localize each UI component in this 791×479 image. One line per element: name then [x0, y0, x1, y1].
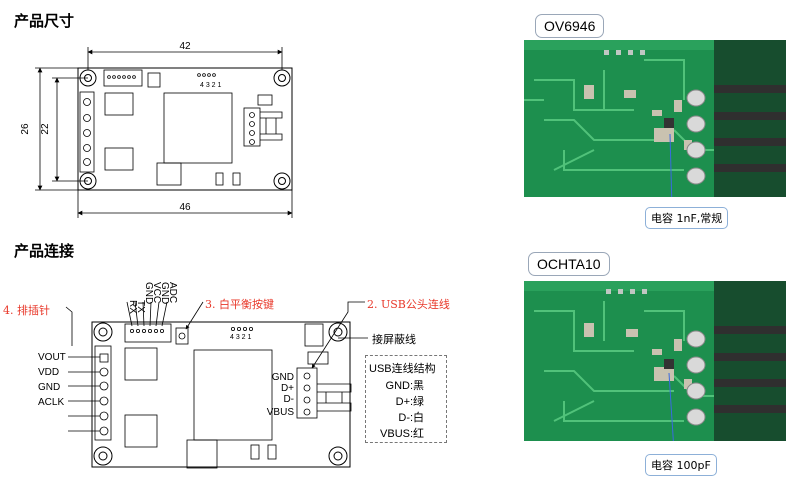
- usb-callout: 2. USB公头连线: [367, 298, 450, 311]
- usb-row-pin: VBUS: [380, 428, 410, 440]
- top-pin-rx: RX: [127, 300, 138, 314]
- photo-callout-ochta10: 电容 100pF: [645, 454, 717, 476]
- usb-row-pin: GND: [385, 380, 410, 392]
- dim-left-inner-label: 22: [40, 123, 51, 135]
- usb-wiring-box: USB连线结构 GND:黑 D+:绿 D-:白 VBUS:红: [365, 355, 447, 443]
- top-pin-gnd: GND: [143, 282, 154, 304]
- shield-label: 接屏蔽线: [372, 333, 416, 346]
- photo-label-ov6946: OV6946: [535, 14, 605, 38]
- left-pin-gnd: GND: [38, 382, 60, 393]
- size-heading: 产品尺寸: [14, 12, 75, 30]
- usb-row-color: :黑: [410, 380, 425, 392]
- dim-pin-numbers: 4 3 2 1: [200, 82, 222, 89]
- button-callout: 3. 白平衡按键: [205, 298, 274, 311]
- pcb-photo-ov6946: [524, 40, 786, 197]
- connection-drawing: GND D+ D- VBUS 4 3 2 1 VOUT VDD GND ACLK…: [38, 282, 368, 469]
- usb-pin-dminus: D-: [283, 394, 294, 405]
- left-pin-aclk: ACLK: [38, 397, 64, 408]
- dimension-drawing: 42 46 26 22 4 3 2 1: [20, 41, 293, 218]
- connection-pin-numbers: 4 3 2 1: [230, 334, 252, 341]
- top-pin-adc: ADC: [167, 282, 178, 303]
- usb-row-color: :白: [410, 412, 425, 424]
- usb-row-color: :绿: [410, 396, 425, 408]
- usb-wiring-rows: GND:黑 D+:绿 D-:白 VBUS:红: [366, 378, 446, 442]
- dim-top-label: 42: [179, 41, 191, 52]
- usb-pin-gnd: GND: [272, 372, 294, 383]
- photo-callout-ov6946: 电容 1nF,常规: [645, 207, 729, 229]
- pcb-photo-art: [524, 281, 786, 441]
- usb-row-color: :红: [410, 428, 425, 440]
- photo-label-ochta10: OCHTA10: [528, 252, 610, 276]
- top-pin-vcc: VCC: [151, 282, 162, 303]
- dim-bottom-label: 46: [179, 202, 191, 213]
- left-pin-vdd: VDD: [38, 367, 59, 378]
- pcb-photo-ochta10: [524, 281, 786, 441]
- pin-header-callout: 4. 排插针: [3, 304, 50, 317]
- dim-left-outer-label: 26: [20, 123, 31, 135]
- top-pin-gnd2: GND: [159, 282, 170, 304]
- left-pin-vout: VOUT: [38, 352, 66, 363]
- usb-pin-vbus: VBUS: [267, 407, 295, 418]
- usb-row-pin: D-: [398, 412, 410, 424]
- top-pin-tx: TX: [135, 300, 146, 313]
- usb-pin-dplus: D+: [281, 383, 294, 394]
- usb-row-pin: D+: [395, 396, 410, 408]
- connection-heading: 产品连接: [14, 242, 75, 260]
- usb-wiring-title: USB连线结构: [369, 363, 436, 375]
- pcb-photo-art: [524, 40, 786, 197]
